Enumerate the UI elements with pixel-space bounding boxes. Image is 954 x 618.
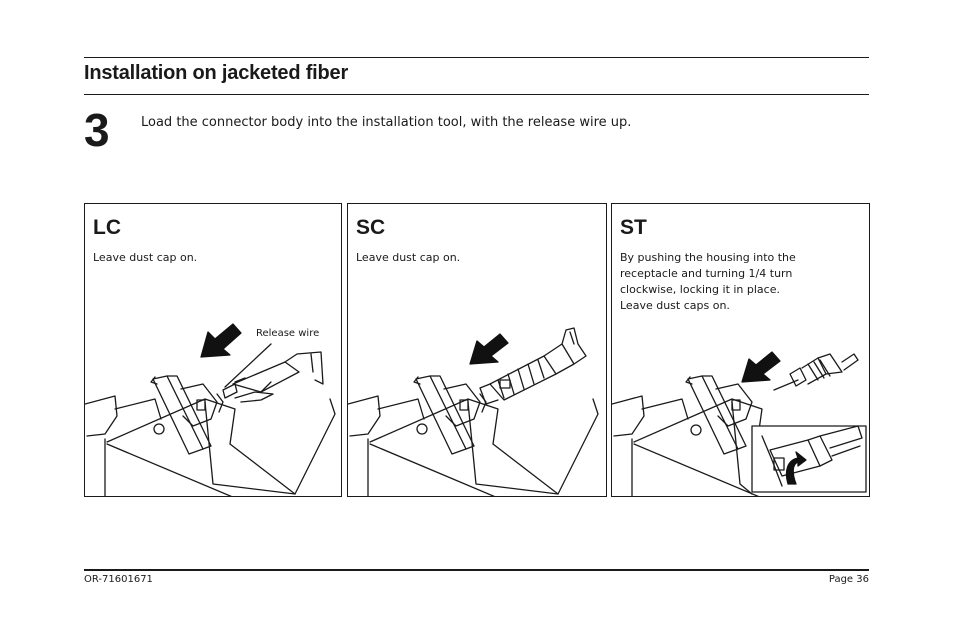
- sc-tool-illustration: [348, 327, 599, 496]
- panel-note-st-line: Leave dust caps on.: [620, 299, 730, 312]
- section-title: Installation on jacketed fiber: [84, 62, 349, 84]
- panel-title-lc: LC: [93, 216, 121, 239]
- panel-note-st-line: By pushing the housing into the: [620, 251, 796, 264]
- arrow-left-down-icon: [469, 333, 509, 365]
- st-tool-illustration: [612, 351, 867, 496]
- panel-note-st-line: clockwise, locking it in place.: [620, 283, 780, 296]
- panel-note-st: By pushing the housing into the receptac…: [620, 250, 820, 314]
- panel-sc: SC Leave dust cap on.: [347, 203, 607, 497]
- top-rule: [84, 57, 869, 58]
- panel-note-sc: Leave dust cap on.: [356, 251, 461, 264]
- panel-title-sc: SC: [356, 216, 386, 239]
- panel-title-st: ST: [620, 216, 647, 239]
- page-number: Page 36: [828, 574, 869, 585]
- arrow-left-down-icon: [741, 351, 781, 383]
- panel-note-lc: Leave dust cap on.: [93, 251, 198, 264]
- step-number: 3: [84, 104, 110, 156]
- panel-lc: LC Leave dust cap on. Release wire: [84, 203, 342, 497]
- arrow-left-down-icon: [200, 323, 242, 358]
- rotate-clockwise-icon: [785, 451, 807, 485]
- release-wire-label: Release wire: [256, 328, 320, 339]
- document-id: OR-71601671: [84, 574, 153, 585]
- panel-st: ST By pushing the housing into the recep…: [611, 203, 870, 497]
- panel-note-st-line: receptacle and turning 1/4 turn: [620, 267, 793, 280]
- lc-tool-illustration: [85, 323, 336, 496]
- title-underline: [84, 94, 869, 95]
- step-instruction: Load the connector body into the install…: [141, 115, 632, 130]
- footer-rule: [84, 569, 869, 571]
